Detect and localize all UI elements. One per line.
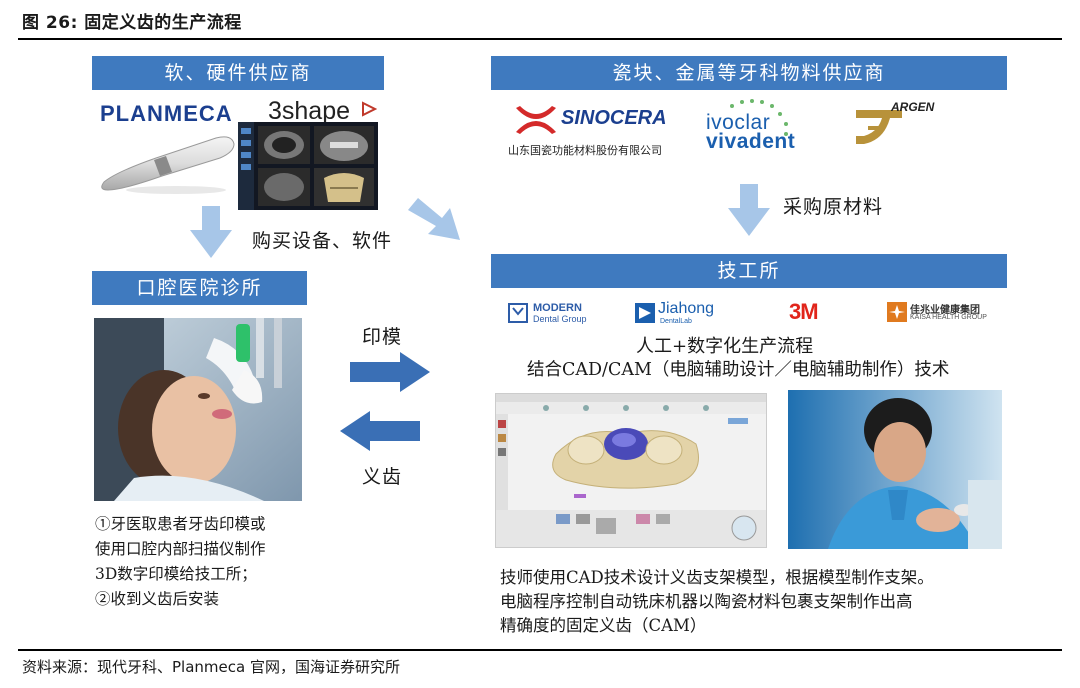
dental-patient-photo: [94, 318, 302, 501]
3m-logo: 3M: [789, 299, 819, 324]
sinocera-company-name: 山东国瓷功能材料股份有限公司: [508, 144, 662, 157]
ivoclar-logo-line-1: ivoclar: [706, 111, 771, 134]
kaisa-logo-line-1: 佳兆业健康集团: [910, 305, 980, 316]
ivoclar-dots-icon: [730, 99, 788, 136]
argen-logo-icon: [856, 110, 902, 144]
3shape-software-screenshot: [238, 122, 378, 210]
ivoclar-logo-line-2: vivadent: [706, 130, 796, 153]
source-note: 资料来源：现代牙科、Planmeca 官网，国海证券研究所: [22, 658, 400, 676]
header-material-suppliers: 瓷块、金属等牙科物料供应商: [491, 56, 1007, 90]
lab-process-line-1: 人工+数字化生产流程: [636, 336, 814, 357]
arrow-diagonal-to-lab: [408, 198, 460, 240]
planmeca-logo: PLANMECA: [100, 101, 233, 126]
3shape-logo: 3shape: [268, 97, 351, 125]
modern-dental-logo-line-2: Dental Group: [533, 314, 587, 324]
lab-description: 技师使用CAD技术设计义齿支架模型，根据模型制作支架。 电脑程序控制自动铣床机器…: [500, 566, 934, 638]
kaisa-logo-line-2: KAISA HEALTH GROUP: [910, 314, 987, 321]
arrow-right-impression: [350, 352, 430, 392]
3shape-triangle-icon: [362, 101, 377, 117]
clinic-desc-line-4: ②收到义齿后安装: [95, 590, 220, 608]
clinic-desc-line-1: ①牙医取患者牙齿印模或: [95, 515, 266, 533]
arrow-left-denture: [340, 411, 420, 451]
label-denture: 义齿: [362, 466, 403, 488]
clinic-desc-line-3: 3D数字印模给技工所；: [95, 565, 257, 583]
modern-dental-logo-line-1: MODERN: [533, 302, 582, 314]
jiahong-logo-line-1: Jiahong: [658, 300, 715, 317]
sinocera-logo-icon: [516, 106, 556, 134]
clinic-description: ①牙医取患者牙齿印模或 使用口腔内部扫描仪制作 3D数字印模给技工所； ②收到义…: [95, 512, 266, 612]
figure-title: 图 26: 固定义齿的生产流程: [22, 13, 242, 33]
header-software-hardware-suppliers: 软、硬件供应商: [92, 56, 384, 90]
lab-desc-line-3: 精确度的固定义齿（CAM）: [500, 616, 707, 635]
header-dental-lab: 技工所: [491, 254, 1007, 288]
lab-process-line-2: 结合CAD/CAM（电脑辅助设计／电脑辅助制作）技术: [527, 360, 950, 380]
bottom-rule: [18, 649, 1062, 651]
cad-software-screenshot: [495, 393, 767, 548]
modern-dental-logo-icon: [508, 303, 528, 323]
sinocera-logo-text: SINOCERA: [561, 107, 667, 129]
header-dental-clinic: 口腔医院诊所: [92, 271, 307, 305]
top-rule: [18, 38, 1062, 40]
arrow-down-to-lab: [728, 184, 770, 236]
dental-technician-photo: [788, 390, 1002, 549]
lab-desc-line-2: 电脑程序控制自动铣床机器以陶瓷材料包裹支架制作出高: [500, 592, 913, 611]
kaisa-logo-icon: [887, 302, 907, 322]
jiahong-logo-icon: [635, 303, 655, 323]
arrow-down-to-clinic: [190, 206, 232, 258]
label-purchase-raw-materials: 采购原材料: [783, 196, 884, 218]
label-buy-equipment-software: 购买设备、软件: [252, 230, 393, 252]
label-impression: 印模: [362, 326, 403, 348]
jiahong-logo-line-2: DentalLab: [660, 318, 692, 325]
argen-logo-text: ARGEN: [891, 100, 935, 114]
clinic-desc-line-2: 使用口腔内部扫描仪制作: [95, 540, 266, 558]
lab-desc-line-1: 技师使用CAD技术设计义齿支架模型，根据模型制作支架。: [500, 568, 934, 587]
intraoral-scanner-image: [101, 136, 235, 194]
